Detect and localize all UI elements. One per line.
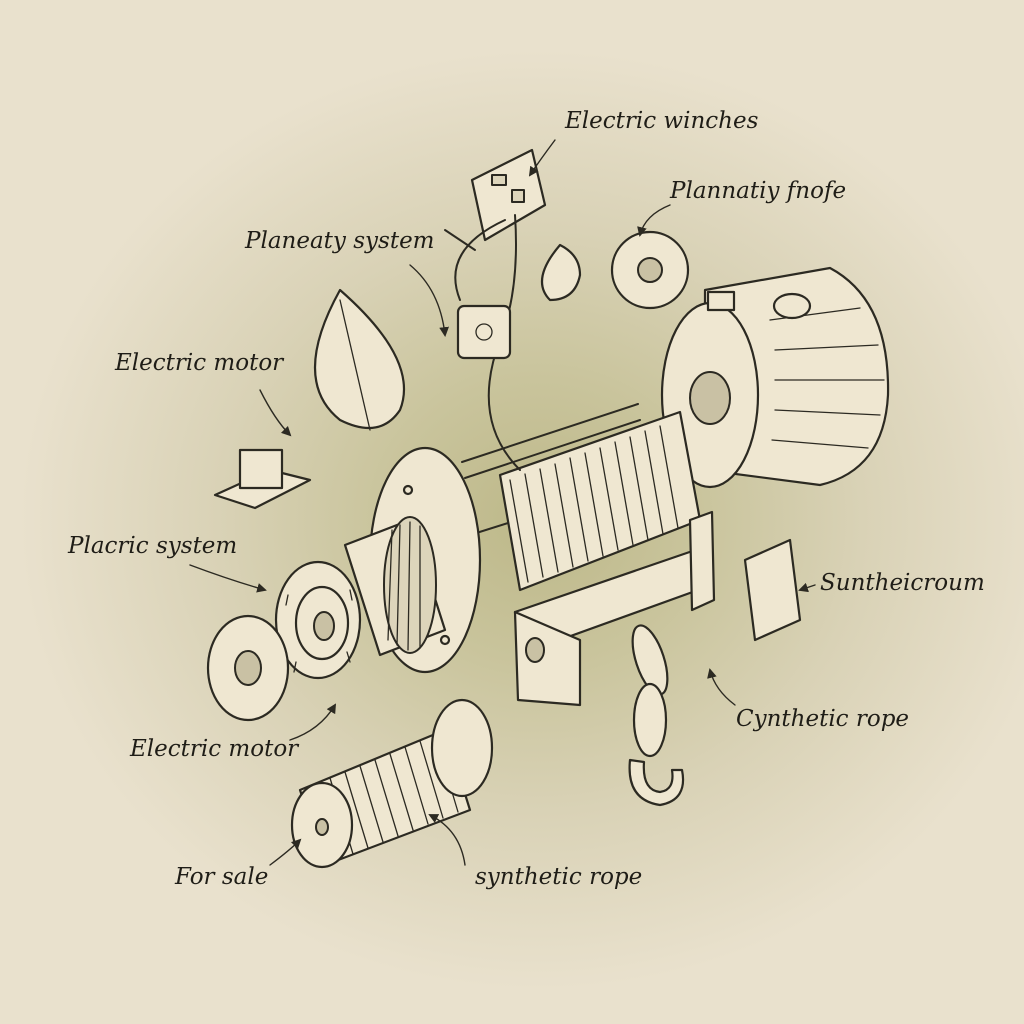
side-circuit-board [743,538,802,642]
label-arrows [189,139,816,866]
label-electric-winches: Electric winches [565,108,759,134]
spare-drum [290,698,494,869]
label-placric-system: Placric system [68,533,238,559]
label-planeaty-system: Planeaty system [245,228,435,254]
label-synthetic-rope: synthetic rope [475,864,643,890]
hook-chain [628,624,685,807]
cog-gear [610,230,690,310]
mounting-bracket [213,448,312,510]
motor-housing [660,266,890,489]
gear-reducer [343,516,447,657]
large-leaf [314,288,406,431]
label-electric-motor-top: Electric motor [115,350,284,376]
small-leaf [540,243,582,302]
relay-box [456,304,512,360]
label-electric-motor-bottom: Electric motor [130,736,299,762]
end-cap [274,560,362,680]
label-suntheicroum: Suntheicroum [820,570,985,596]
label-for-sale: For sale [175,864,269,890]
cable-drum [498,410,702,592]
label-cynthetic-rope: Cynthetic rope [736,706,910,732]
label-planatiy-fnofe: Plannatiy fnofe [670,178,847,204]
washer [206,614,290,722]
base-frame [513,510,716,707]
